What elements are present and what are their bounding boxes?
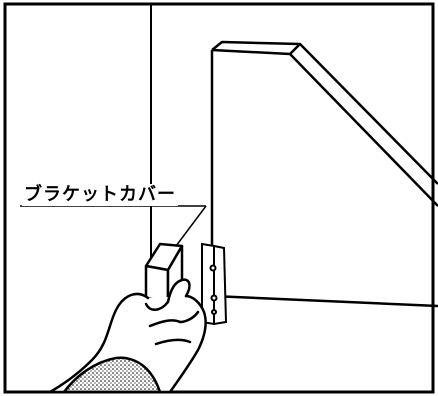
bracket xyxy=(201,242,228,326)
frame-border xyxy=(3,2,435,394)
callout-label: ブラケットカバー xyxy=(22,184,178,206)
panel-top xyxy=(211,40,438,207)
callout-pointer xyxy=(175,205,207,247)
sleeve xyxy=(61,356,162,394)
